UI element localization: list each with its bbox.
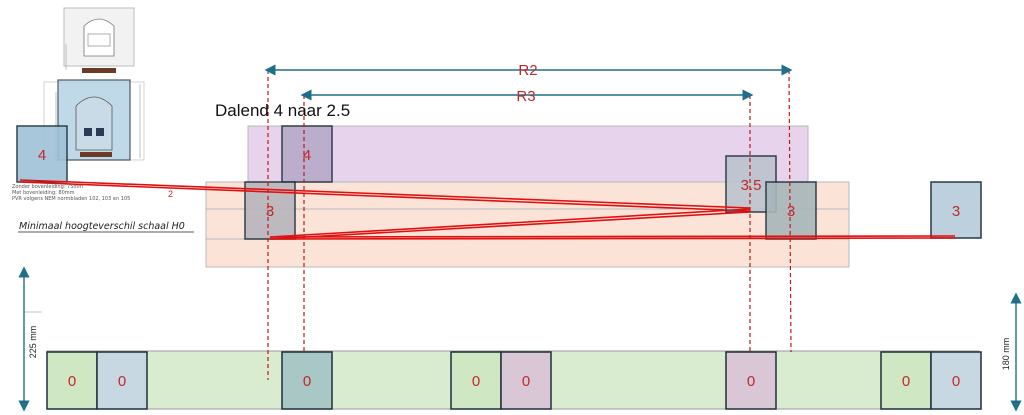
- diagram-title: Dalend 4 naar 2.5: [215, 101, 350, 120]
- base-box: [281, 351, 333, 410]
- base-box-label: 0: [68, 373, 76, 390]
- base-box-label: 0: [902, 373, 910, 390]
- base-box: [96, 351, 148, 410]
- base-box-label: 0: [472, 373, 480, 390]
- base-box: [880, 351, 932, 410]
- base-box: [500, 351, 552, 410]
- base-box-label: 0: [952, 373, 960, 390]
- cross-section-thumbnail: [43, 7, 145, 161]
- thumbnail-note: PVR volgens NEM normbladen 102, 103 en 1…: [12, 196, 131, 202]
- base-box: [930, 351, 982, 410]
- thumbnail-note: Met bovenleiding: 80mm: [12, 190, 75, 196]
- base-box: [46, 351, 98, 410]
- thumbnail-note: Zonder bovenleiding: 75mm: [12, 184, 84, 190]
- mid-left-level-label: 3: [266, 203, 274, 220]
- upper-right-level-label: 3.5: [741, 177, 762, 194]
- upper-level-band: [247, 125, 809, 184]
- mid-right-level-label: 3: [787, 203, 795, 220]
- far-right-level-box: [930, 181, 982, 239]
- far-right-level-label: 3: [952, 203, 960, 220]
- r2-label: R2: [518, 62, 537, 79]
- base-box-label: 0: [747, 373, 755, 390]
- upper-left-level-label: 4: [303, 147, 311, 164]
- base-box: [450, 351, 502, 410]
- radius-guides: [267, 69, 792, 380]
- right-dimension-label: 180 mm: [1001, 338, 1011, 371]
- left-dimension-label: 225 mm: [28, 326, 38, 359]
- r3-label: R3: [516, 88, 535, 105]
- upper-left-level-box: [281, 125, 333, 183]
- base-box-label: 0: [303, 373, 311, 390]
- base-box: [725, 351, 777, 410]
- lower-level-band-2: [205, 238, 850, 268]
- thumbnail-side-label: 2: [168, 189, 173, 199]
- base-box-label: 0: [522, 373, 530, 390]
- thumbnail-level-label: 4: [38, 147, 46, 164]
- base-box-label: 0: [118, 373, 126, 390]
- thumbnail-caption: Minimaal hoogteverschil schaal H0: [19, 221, 185, 232]
- track-route: [19, 179, 956, 240]
- thumbnail-level-box: [16, 125, 68, 183]
